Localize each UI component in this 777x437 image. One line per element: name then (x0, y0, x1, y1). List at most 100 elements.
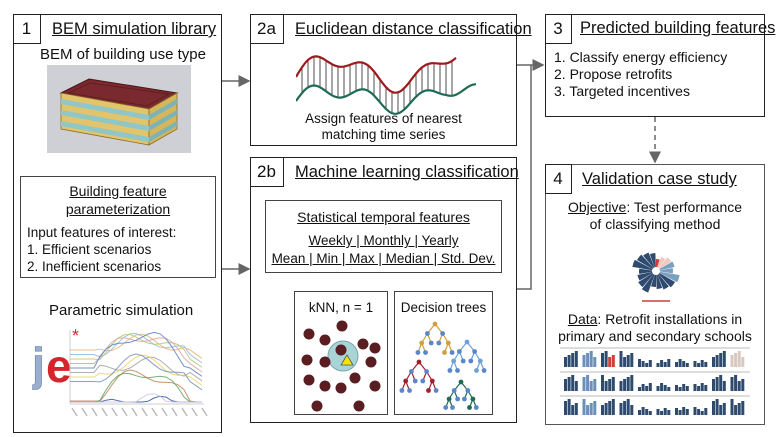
bar (619, 403, 623, 415)
objective-text-1: : Test performance (626, 199, 743, 215)
step-number-1: 1 (12, 13, 41, 44)
simulation-series-line (70, 393, 202, 403)
validation-case-study-panel: 4 Validation case study Objective: Test … (544, 163, 765, 425)
bar (719, 353, 723, 367)
tree-node (433, 388, 439, 393)
bar (626, 377, 630, 391)
step-number-4: 4 (544, 163, 572, 194)
bar (685, 386, 689, 391)
bar (593, 401, 597, 415)
radial-bar (656, 259, 660, 268)
data-point (301, 354, 313, 366)
bar (574, 351, 578, 367)
bar (715, 399, 719, 415)
tree-node (455, 368, 460, 373)
bar (682, 361, 686, 367)
tree-node (468, 358, 474, 364)
bar (638, 359, 641, 367)
tree-node (409, 369, 414, 374)
data-point (303, 374, 315, 386)
tree-node (447, 368, 453, 373)
bar (667, 410, 671, 415)
knn-label: kNN, n = 1 (308, 300, 374, 315)
data-point (336, 320, 348, 332)
tree-node (481, 368, 487, 373)
bar (712, 357, 715, 367)
bar (611, 377, 615, 391)
radial-bar (637, 271, 653, 281)
bar (700, 383, 704, 391)
bar (741, 401, 745, 415)
data-point (357, 338, 369, 350)
jeplus-logo: j (32, 338, 45, 390)
bar (601, 405, 604, 415)
x-axis-tick (171, 407, 178, 417)
bar (604, 403, 608, 415)
bar (663, 385, 667, 391)
bar (604, 381, 608, 391)
bar (645, 363, 649, 367)
bar (704, 362, 708, 367)
radial-bar (651, 274, 656, 287)
x-axis-ticks (71, 407, 208, 417)
bar (660, 411, 664, 415)
validation-title: Validation case study (582, 170, 737, 188)
bar (715, 377, 719, 391)
bar (715, 355, 719, 367)
bar (593, 379, 597, 391)
machine-learning-title: Machine learning classification (295, 163, 519, 181)
radial-bar (659, 261, 675, 271)
bar (660, 360, 664, 367)
bar (693, 361, 697, 367)
tree-node (416, 359, 422, 365)
row-header (560, 371, 750, 373)
euclidean-distance-panel: 2a Euclidean distance classification Ass… (249, 13, 532, 146)
tree-node (442, 350, 447, 355)
bar (648, 411, 652, 415)
x-axis-tick (81, 407, 88, 417)
bar (704, 408, 708, 415)
objective-line-1: Objective: Test performance (546, 199, 764, 215)
simulation-series-line (70, 354, 203, 386)
radial-bar-chart-thumbnail (632, 252, 680, 302)
bar (586, 353, 590, 367)
building-model-image (47, 65, 191, 153)
bem-simulation-library-panel: 1 BEM simulation library BEM of building… (12, 13, 222, 433)
tree-node (399, 388, 405, 393)
decision-trees-graphic (399, 321, 487, 410)
bar (675, 408, 678, 415)
query-point-triangle (340, 354, 354, 366)
tree-node (426, 388, 431, 393)
bar (693, 384, 697, 391)
machine-learning-panel: 2b Machine learning classification Stati… (249, 156, 519, 423)
bar (567, 355, 571, 367)
data-point (335, 344, 347, 356)
bar (660, 383, 664, 391)
bar (741, 379, 745, 391)
tree-node (419, 340, 425, 346)
decision-trees-label: Decision trees (400, 300, 487, 315)
tree-node (407, 388, 412, 393)
simulation-series-line (70, 331, 203, 377)
bar (623, 379, 627, 391)
bar (734, 375, 738, 391)
bar (604, 351, 608, 367)
bar (648, 360, 652, 367)
bar (630, 353, 634, 367)
bar (678, 359, 682, 367)
bar (712, 401, 715, 415)
data-point (303, 328, 315, 340)
tree-node (464, 339, 470, 345)
tree-node (420, 378, 426, 384)
bar (645, 409, 649, 415)
bar (656, 386, 660, 391)
bar (678, 387, 682, 391)
stat-title: Statistical temporal features (297, 209, 470, 225)
decision-trees-box: Decision trees (394, 291, 493, 415)
parametric-simulation-chart: j e * (32, 326, 208, 417)
x-axis-tick (121, 407, 128, 417)
radial-bar (632, 259, 653, 271)
param-item-1: 1. Efficient scenarios (27, 242, 152, 257)
tree-node (445, 340, 451, 346)
simulation-series-line (70, 333, 203, 359)
